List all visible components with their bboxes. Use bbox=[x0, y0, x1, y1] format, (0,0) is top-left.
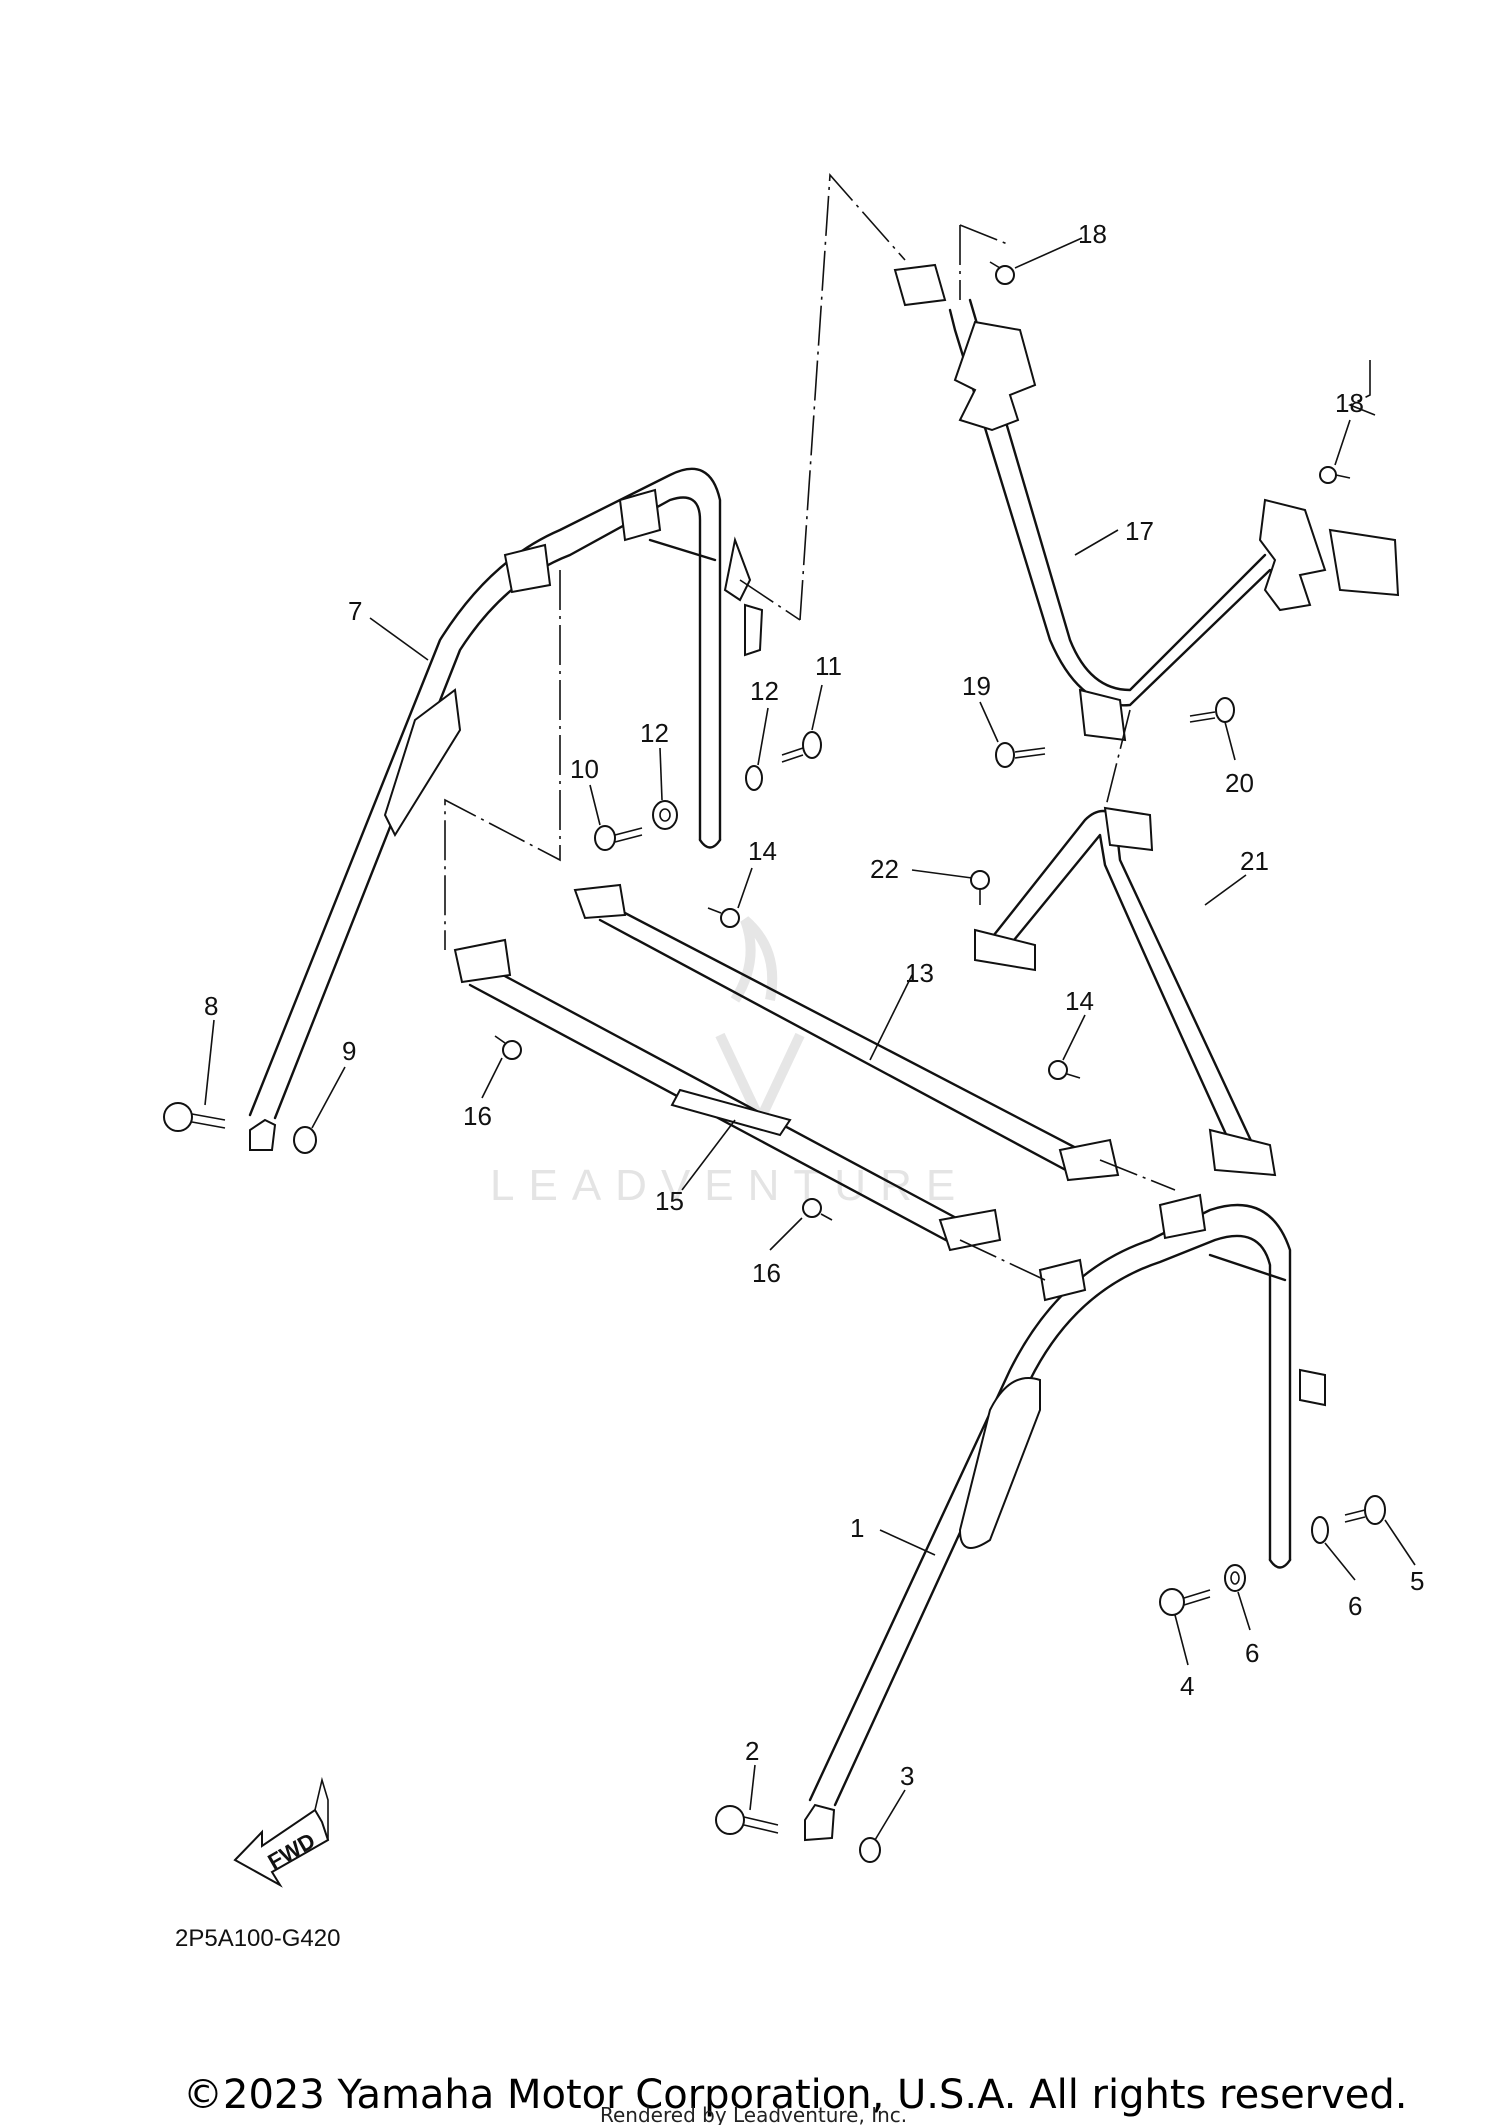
callouts: 18 18 17 7 11 12 12 10 19 20 14 22 21 13… bbox=[204, 219, 1424, 1791]
bolt-14b bbox=[1048, 1060, 1081, 1080]
part-17-upper-support bbox=[893, 263, 1400, 742]
bolt-18a bbox=[989, 261, 1015, 285]
callout-21: 21 bbox=[1240, 846, 1269, 876]
callout-22: 22 bbox=[870, 854, 899, 884]
diagram-code: 2P5A100-G420 bbox=[175, 1925, 340, 1952]
callout-1: 1 bbox=[850, 1513, 864, 1543]
bolt-22 bbox=[970, 870, 990, 905]
bolt-19 bbox=[995, 742, 1046, 768]
bolt-2 bbox=[715, 1805, 779, 1835]
fwd-arrow-icon: FWD bbox=[233, 1776, 330, 1888]
callout-11: 11 bbox=[815, 651, 842, 681]
washer-12a bbox=[745, 765, 763, 791]
callout-20: 20 bbox=[1225, 768, 1254, 798]
nut-9 bbox=[293, 1126, 317, 1154]
bolt-16b bbox=[802, 1198, 833, 1221]
alignment-lines bbox=[444, 173, 1376, 1281]
callout-18-top: 18 bbox=[1078, 219, 1107, 249]
bolt-14a bbox=[707, 907, 740, 928]
callout-16-left: 16 bbox=[463, 1101, 492, 1131]
part-15-lower-cross-tube bbox=[453, 938, 1002, 1252]
leadventure-watermark: LEADVENTURE bbox=[490, 916, 969, 1210]
hardware bbox=[163, 261, 1386, 1863]
bolt-16a bbox=[494, 1035, 522, 1060]
callout-16-bottom: 16 bbox=[752, 1258, 781, 1288]
callout-13: 13 bbox=[905, 958, 934, 988]
callout-4: 4 bbox=[1180, 1671, 1194, 1701]
leader-lines bbox=[204, 237, 1416, 1841]
copyright-notice: ©2023 Yamaha Motor Corporation, U.S.A. A… bbox=[183, 2072, 1408, 2118]
callout-6-left: 6 bbox=[1245, 1638, 1259, 1668]
part-1-roll-bar-front bbox=[804, 1193, 1326, 1842]
callout-18-right: 18 bbox=[1335, 388, 1364, 418]
callout-6-right: 6 bbox=[1348, 1591, 1362, 1621]
bolt-11 bbox=[781, 731, 822, 763]
part-13-cross-tube bbox=[573, 883, 1120, 1182]
callout-14-bottom: 14 bbox=[1065, 986, 1094, 1016]
washer-6a bbox=[1311, 1516, 1329, 1544]
part-7-roll-bar-rear bbox=[248, 467, 764, 1151]
washer-6b bbox=[1224, 1564, 1246, 1592]
bolt-10 bbox=[594, 825, 643, 851]
callout-19: 19 bbox=[962, 671, 991, 701]
nut-3 bbox=[859, 1837, 881, 1863]
callout-12-left: 12 bbox=[640, 718, 669, 748]
callout-3: 3 bbox=[900, 1761, 914, 1791]
callout-8: 8 bbox=[204, 991, 218, 1021]
callout-10: 10 bbox=[570, 754, 599, 784]
bolt-20 bbox=[1189, 697, 1235, 723]
callout-15: 15 bbox=[655, 1186, 684, 1216]
bolt-4 bbox=[1159, 1588, 1211, 1616]
bolt-5 bbox=[1344, 1495, 1386, 1525]
bolt-8 bbox=[163, 1102, 226, 1132]
callout-7: 7 bbox=[348, 596, 362, 626]
bolt-18b bbox=[1319, 466, 1351, 484]
callout-2: 2 bbox=[745, 1736, 759, 1766]
rendered-by-credit: Rendered by Leadventure, Inc. bbox=[600, 2103, 907, 2125]
part-21-front-support bbox=[974, 806, 1277, 1177]
callout-5: 5 bbox=[1410, 1566, 1424, 1596]
callout-17: 17 bbox=[1125, 516, 1154, 546]
watermark-text: LEADVENTURE bbox=[490, 1161, 969, 1210]
callout-12-right: 12 bbox=[750, 676, 779, 706]
callout-9: 9 bbox=[342, 1036, 356, 1066]
callout-14-top: 14 bbox=[748, 836, 777, 866]
washer-12b bbox=[652, 800, 678, 830]
